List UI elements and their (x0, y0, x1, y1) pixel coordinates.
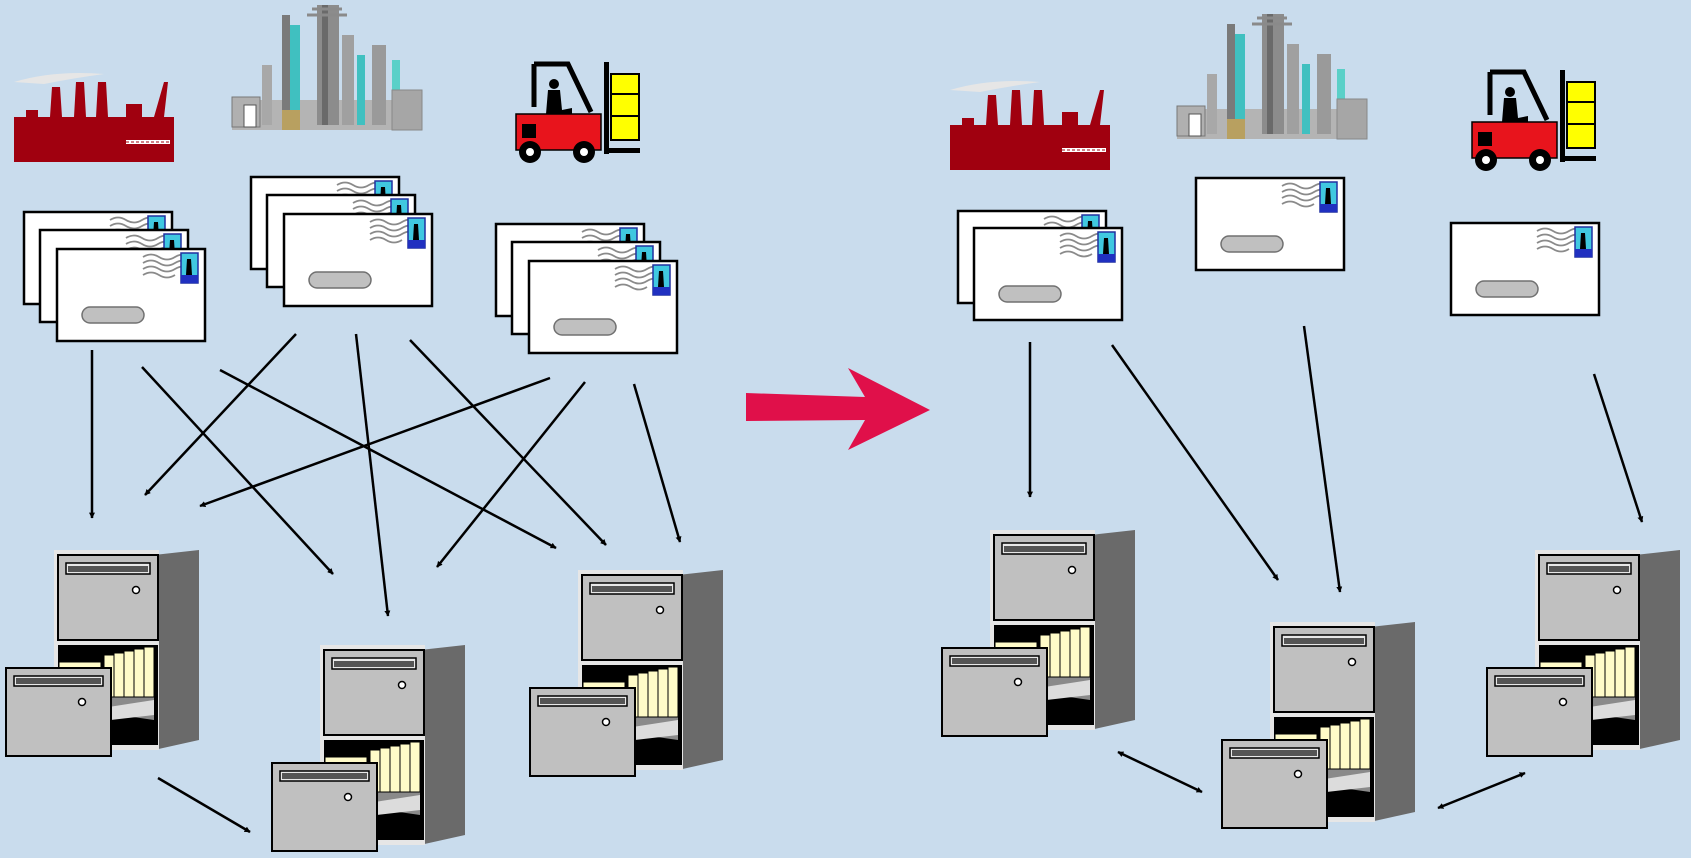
arrow (141, 366, 334, 575)
arrow (409, 339, 607, 546)
arrow (219, 368, 557, 550)
letter-stack-refinery (1194, 176, 1346, 272)
arrow (436, 381, 586, 568)
consolidated-arrows (1027, 325, 1644, 810)
many-to-many-arrows (89, 333, 682, 834)
double-arrow (1437, 771, 1526, 810)
panel-after (941, 12, 1681, 829)
panel-before (5, 3, 724, 852)
envelope-icon (282, 212, 434, 308)
letter-stack-forklift (1449, 221, 1601, 317)
letter-stack-forklift (494, 222, 679, 355)
double-arrow (1117, 750, 1203, 794)
letter-stack-factory (22, 210, 207, 343)
arrow (144, 333, 297, 496)
envelope-icon (1449, 221, 1601, 317)
arrow (1302, 325, 1343, 593)
letter-stack-factory (956, 209, 1124, 322)
envelope-icon (55, 247, 207, 343)
arrow (199, 376, 551, 508)
letter-stack-refinery (249, 175, 434, 308)
envelope-icon (527, 259, 679, 355)
arrow (354, 333, 391, 617)
arrow (1110, 344, 1280, 581)
arrow (632, 383, 682, 543)
envelope-icon (972, 226, 1124, 322)
arrow (157, 776, 251, 834)
envelope-icon (1194, 176, 1346, 272)
arrow (1592, 373, 1644, 523)
transition-arrow (746, 368, 930, 450)
